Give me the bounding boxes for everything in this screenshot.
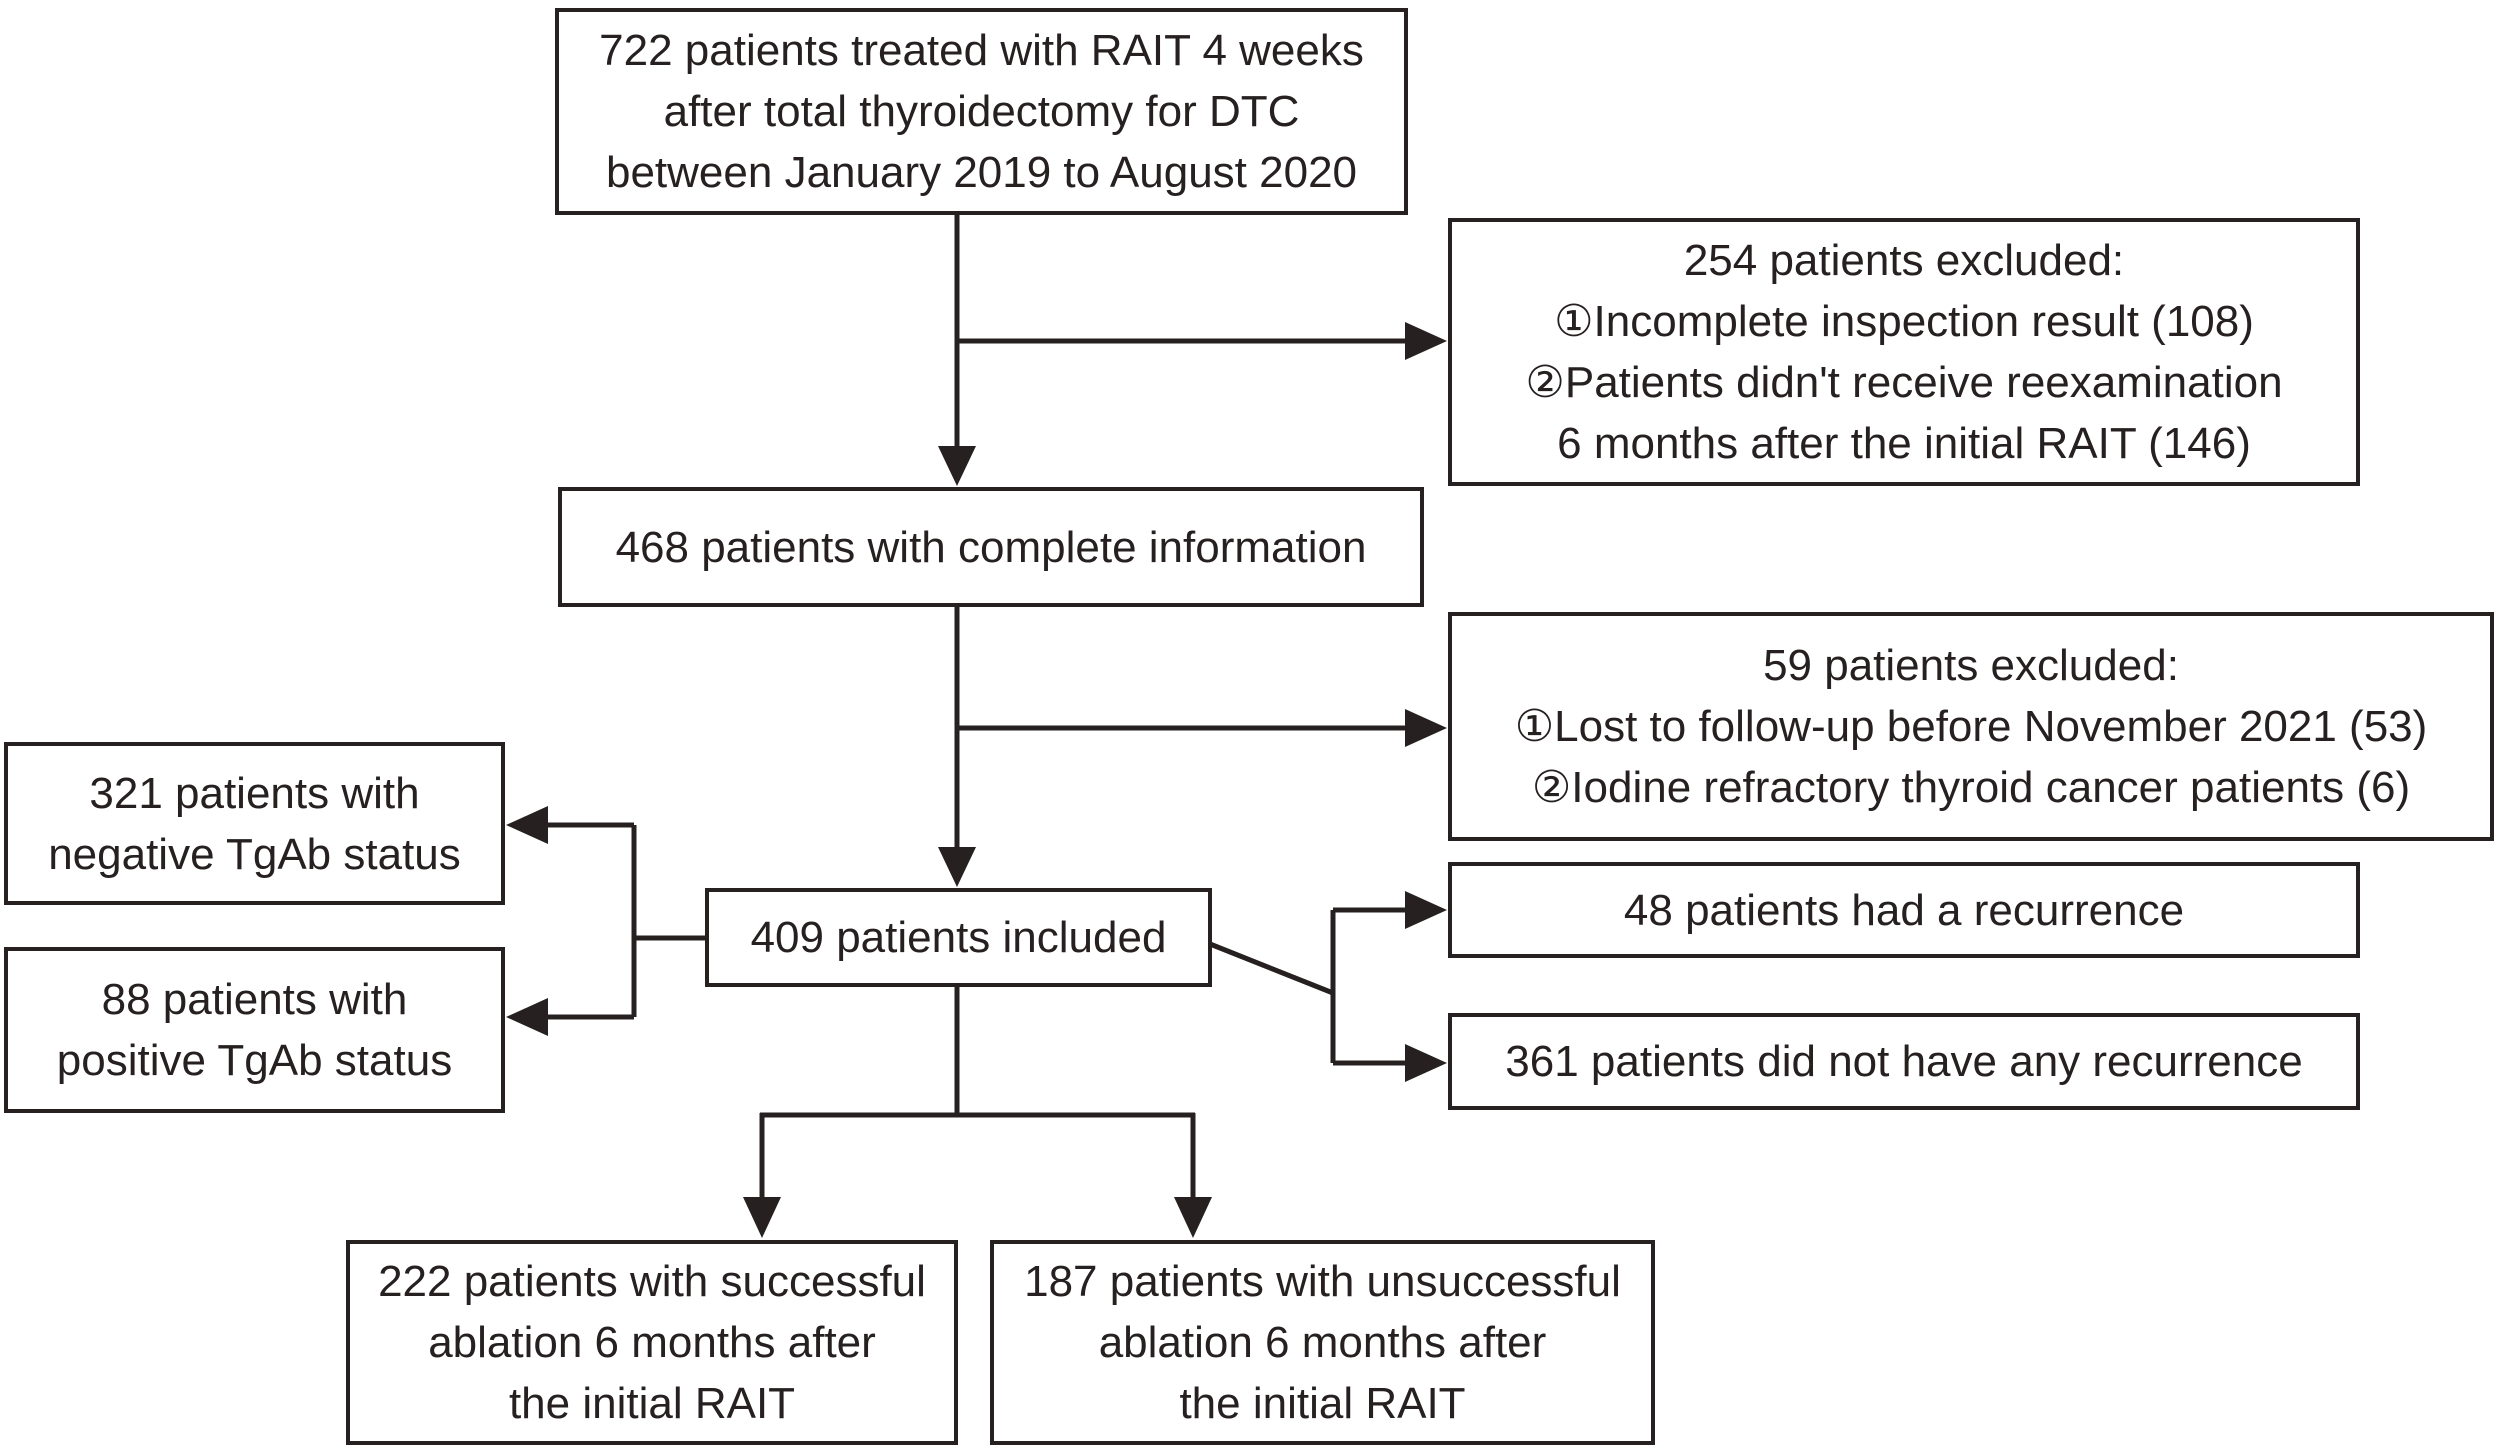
- arrowhead-left-positive-tgab: [506, 998, 548, 1036]
- box-successful-ablation-text: 222 patients with successful ablation 6 …: [378, 1257, 926, 1428]
- box-excluded-initial: 254 patients excluded: ①Incomplete inspe…: [1448, 218, 2360, 486]
- arrowhead-down-unsuccessful: [1174, 1197, 1212, 1238]
- box-excluded-initial-text: 254 patients excluded: ①Incomplete inspe…: [1525, 236, 2283, 468]
- connector-complete-to-included: [938, 605, 976, 887]
- arrowhead-left-negative-tgab: [506, 806, 548, 844]
- box-included-patients-text: 409 patients included: [750, 913, 1167, 962]
- arrowhead-right-recurrence: [1405, 891, 1447, 929]
- box-unsuccessful-ablation: 187 patients with unsuccessful ablation …: [990, 1240, 1655, 1445]
- box-negative-tgab: 321 patients with negative TgAb status: [4, 742, 505, 905]
- box-included-patients: 409 patients included: [705, 888, 1212, 987]
- box-no-recurrence: 361 patients did not have any recurrence: [1448, 1013, 2360, 1110]
- arrowhead-right-no-recurrence: [1405, 1044, 1447, 1082]
- connector-tgab-bracket: [506, 806, 710, 1036]
- box-successful-ablation: 222 patients with successful ablation 6 …: [346, 1240, 958, 1445]
- arrowhead-down-successful: [743, 1197, 781, 1238]
- arrowhead-right-excluded-initial: [1405, 322, 1447, 360]
- box-enrolled-patients-text: 722 patients treated with RAIT 4 weeks a…: [599, 26, 1364, 197]
- connector-ablation-split: [743, 985, 1212, 1238]
- box-excluded-followup: 59 patients excluded: ①Lost to follow-up…: [1448, 612, 2494, 841]
- box-unsuccessful-ablation-text: 187 patients with unsuccessful ablation …: [1024, 1257, 1621, 1428]
- arrowhead-right-excluded-followup: [1405, 709, 1447, 747]
- connector-branch-excluded-initial: [957, 322, 1447, 360]
- connector-enrolled-to-complete: [938, 213, 976, 486]
- box-excluded-followup-text: 59 patients excluded: ①Lost to follow-up…: [1514, 641, 2428, 812]
- connector-branch-excluded-followup: [957, 709, 1447, 747]
- box-complete-information-text: 468 patients with complete information: [615, 522, 1367, 572]
- arrowhead-down-included: [938, 847, 976, 887]
- box-enrolled-patients: 722 patients treated with RAIT 4 weeks a…: [555, 8, 1408, 215]
- box-no-recurrence-text: 361 patients did not have any recurrence: [1505, 1037, 2303, 1086]
- connector-recurrence-bracket: [1209, 891, 1447, 1082]
- box-positive-tgab: 88 patients with positive TgAb status: [4, 947, 505, 1113]
- box-recurrence-text: 48 patients had a recurrence: [1623, 885, 2185, 935]
- box-recurrence: 48 patients had a recurrence: [1448, 862, 2360, 958]
- box-positive-tgab-text: 88 patients with positive TgAb status: [56, 975, 453, 1085]
- box-complete-information: 468 patients with complete information: [558, 487, 1424, 607]
- arrowhead-down-complete: [938, 446, 976, 486]
- box-negative-tgab-text: 321 patients with negative TgAb status: [48, 768, 461, 879]
